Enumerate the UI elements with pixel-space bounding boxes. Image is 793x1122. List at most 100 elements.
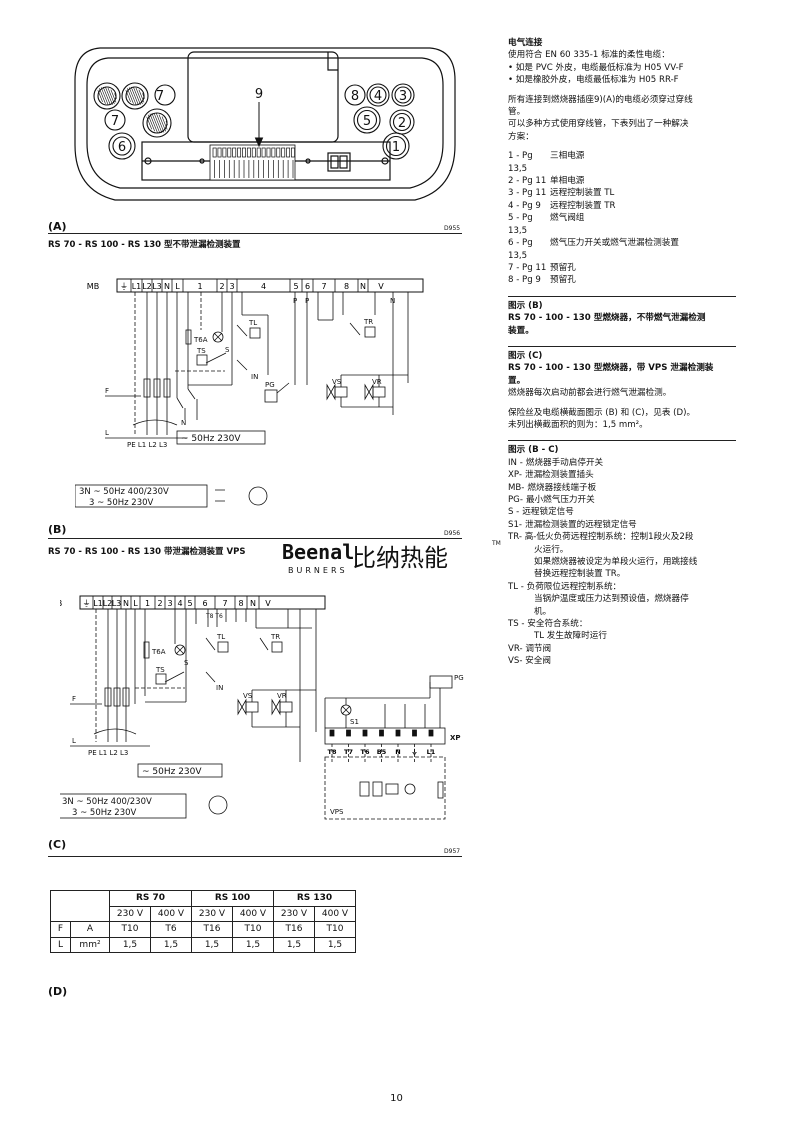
c-label-vr: VR: [277, 692, 287, 700]
legend-tl: 机。: [534, 606, 552, 617]
legend-tl: TL - 负荷限位远程控制系统：: [508, 581, 622, 592]
legend-tr: 火运行。: [534, 544, 569, 555]
section-subheading: RS 70 - 100 - 130 型燃烧器，带 VPS 泄漏检测装: [508, 363, 714, 374]
legend-key: XP-: [508, 470, 522, 481]
list-value: 预留孔: [550, 262, 576, 273]
voltage-cell: 400 V: [232, 905, 274, 922]
terminal-label: 5: [187, 599, 192, 608]
terminal-label: L1: [93, 599, 103, 608]
voltage-cell: 230 V: [109, 905, 151, 922]
table-cell: T16: [191, 921, 233, 938]
terminal-label: 1: [145, 599, 150, 608]
list-key: 1 - Pg 13,5: [508, 151, 533, 174]
b-label-s: S: [225, 346, 230, 354]
table-cell: T10: [314, 921, 356, 938]
b-label-tr: TR: [363, 318, 373, 326]
terminal-label: MB: [87, 282, 99, 291]
callout-5: 5: [363, 114, 371, 129]
list-value: 远程控制装置 TL: [550, 188, 615, 199]
list-key: 4 - Pg 9: [508, 200, 541, 211]
xp-terminal-label: ⏚: [411, 748, 418, 756]
legend-vs: VS- 安全阀: [508, 656, 551, 667]
legend-ts: TL 发生故障时运行: [534, 631, 607, 642]
c-label-t8t6: T8 T6: [205, 613, 223, 620]
list-item: PG-最小燃气压力开关: [508, 494, 736, 506]
fuse-cable-table: RS 70 RS 100 RS 130 230 V 400 V 230 V 40…: [49, 890, 356, 953]
terminal-label: N: [123, 599, 129, 608]
table-cell: 1,5: [191, 936, 233, 953]
list-value: 远程控制装置 TR: [550, 200, 616, 211]
list-value: 燃气阀组: [550, 213, 585, 224]
paragraph: 所有连接到燃烧器插座9)(A)的电缆必须穿过穿线: [508, 94, 693, 105]
legend-tr: TR- 高-低火负荷远程控制系统：控制1段火及2段: [508, 532, 694, 543]
callout-3: 3: [399, 89, 407, 104]
b-label-vr: VR: [372, 378, 382, 386]
c-label-supply2a: 3N ~ 50Hz 400/230V: [62, 797, 152, 807]
callout-2: 2: [398, 116, 406, 131]
legend-ts: TS - 安全符合系统：: [508, 619, 588, 630]
voltage-cell: 230 V: [273, 905, 315, 922]
terminal-label: N: [164, 282, 170, 291]
paragraph: 使用符合 EN 60 335-1 标准的柔性电缆：: [508, 50, 670, 61]
list-value: 三相电源: [550, 151, 585, 162]
b-label-n2: N: [181, 419, 186, 427]
c-label-supply1: ~ 50Hz 230V: [142, 767, 202, 777]
row-symbol: L: [49, 936, 72, 953]
table-cell: T10: [109, 921, 151, 938]
legend-key: MB-: [508, 482, 525, 493]
terminal-label: 4: [177, 599, 182, 608]
b-label-supply2a: 3N ~ 50Hz 400/230V: [79, 487, 169, 497]
c-label-vps: VPS: [330, 808, 344, 816]
page-number: 10: [390, 1093, 403, 1104]
brand-sub: BURNERS: [288, 566, 348, 575]
legend-key: PG-: [508, 495, 523, 505]
terminal-label: 3: [229, 282, 234, 291]
legend-value: 最小燃气压力开关: [525, 495, 595, 505]
c-label-supply2b: 3 ~ 50Hz 230V: [72, 808, 137, 818]
terminal-label: V: [378, 282, 384, 291]
c-label-in: IN: [216, 684, 223, 692]
figure-a-label: (A): [48, 220, 67, 233]
paragraph: 未列出横截面积的则为：1,5 mm²。: [508, 419, 648, 430]
figure-a-connector-plate: 7 7 6 8 4 3 5 2 1 9: [60, 40, 470, 219]
section-subheading: 置。: [508, 375, 526, 386]
paragraph: 燃烧器每次启动前都会进行燃气泄漏检测。: [508, 388, 672, 399]
legend-value: 燃烧器手动启停开关: [525, 457, 604, 468]
terminal-label: 8: [238, 599, 243, 608]
xp-terminal-label: L1: [427, 748, 436, 756]
xp-terminal-label: B5: [377, 748, 387, 756]
terminal-label: N: [360, 282, 366, 291]
callout-4: 4: [374, 89, 382, 104]
table-d-label: (D): [48, 985, 68, 998]
terminal-label: MB: [60, 599, 62, 608]
model-rs70: RS 70: [109, 890, 192, 907]
callout-1: 1: [392, 140, 400, 155]
model-rs130: RS 130: [273, 890, 356, 907]
paragraph: 管。: [508, 107, 526, 118]
terminal-label: L2: [103, 599, 113, 608]
brand-tm: TM: [492, 540, 501, 547]
xp-terminal-label: T6: [361, 748, 370, 756]
c-label-pg: PG: [454, 674, 464, 682]
list-key: 2 - Pg 11: [508, 176, 547, 187]
model-rs100: RS 100: [191, 890, 274, 907]
terminal-label: 2: [157, 599, 162, 608]
legend-key: S -: [508, 507, 520, 518]
list-item: 4 - Pg 9 远程控制装置 TR: [508, 200, 736, 212]
b-label-pe-row: PE L1 L2 L3: [127, 441, 167, 449]
callout-7b: 7: [111, 114, 119, 129]
list-value: 单相电源: [550, 176, 585, 187]
figure-c-label: (C): [48, 838, 67, 851]
voltage-cell: 400 V: [150, 905, 192, 922]
section-subheading: 装置。: [508, 325, 534, 336]
c-label-f: F: [72, 695, 76, 703]
legend-key: IN -: [508, 457, 523, 468]
b-label-tl: TL: [248, 319, 257, 327]
terminal-label: 6: [202, 599, 207, 608]
legend-tr: 替换远程控制装置 TR。: [534, 569, 626, 580]
xp-terminal-label: N: [395, 748, 400, 756]
